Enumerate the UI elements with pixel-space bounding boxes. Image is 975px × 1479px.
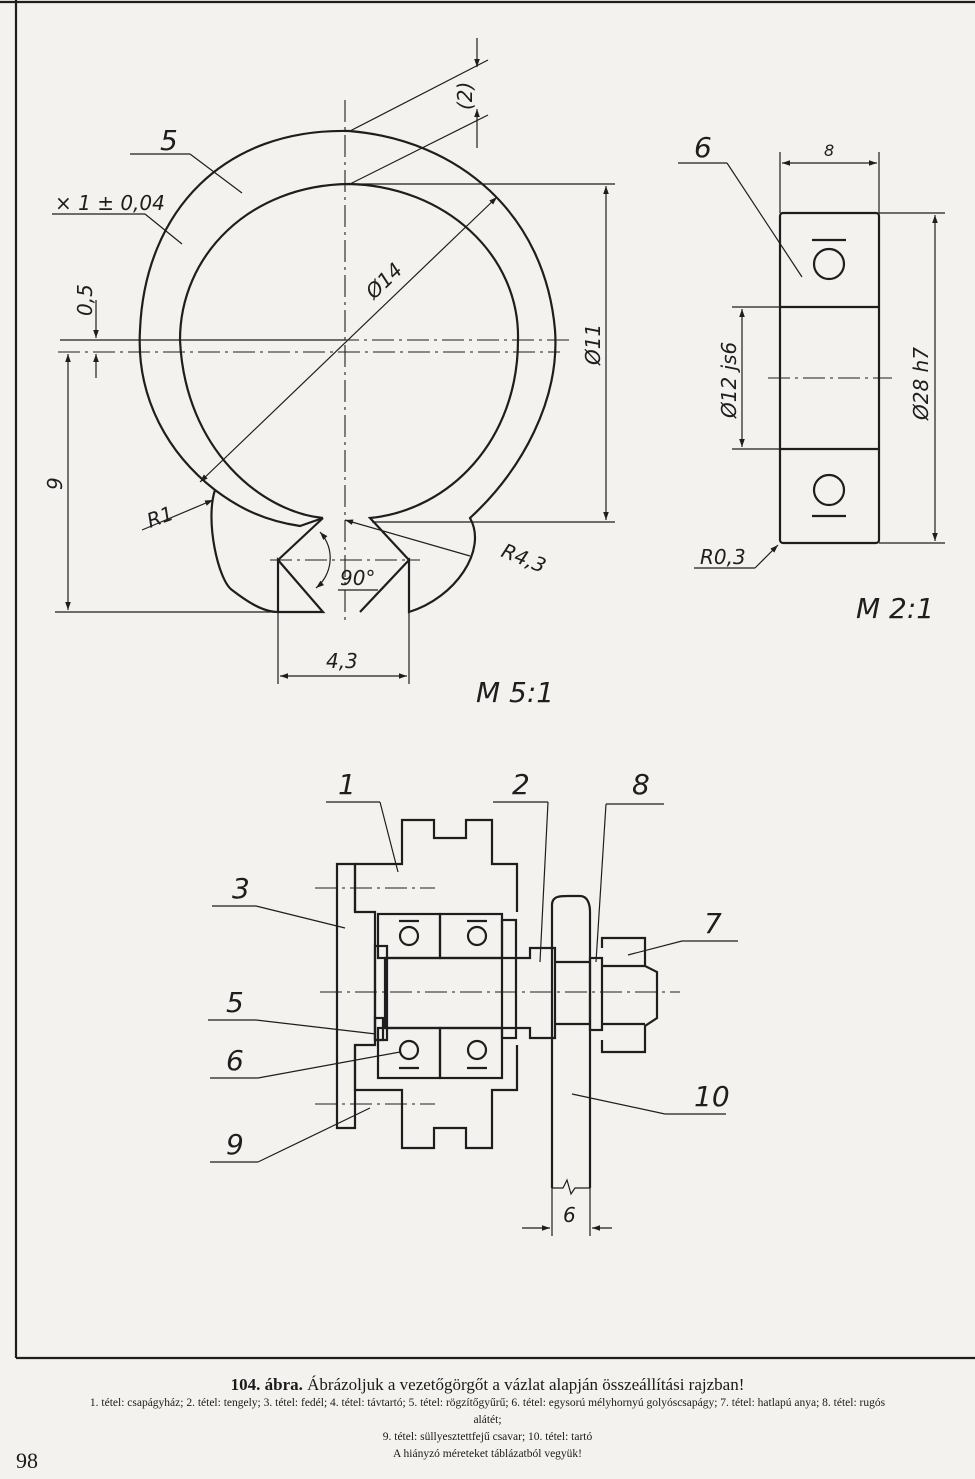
retaining-ring-in-assembly: [373, 1016, 385, 1042]
dim-radius-43: R4,3: [498, 538, 549, 577]
label-5: 5: [226, 986, 244, 1019]
caption-note: A hiányzó méreteket táblázatból vegyük!: [392, 1448, 583, 1460]
label-10: 10: [694, 1080, 730, 1113]
dim-offset: 0,5: [73, 284, 97, 316]
bearing-scale: M 2:1: [856, 592, 934, 625]
parts-list-line-1: 1. tétel: csapágyház; 2. tétel: tengely;…: [89, 1397, 886, 1409]
assembly-sketch: 1 2 8 3 7 5 6 10 9 6: [208, 768, 738, 1236]
figure-number: 104. ábra.: [230, 1375, 303, 1394]
bracket-plate: [550, 894, 592, 1188]
dim-gap-width: 4,3: [326, 649, 358, 673]
label-1: 1: [338, 768, 356, 801]
dim-bearing-width: 8: [824, 141, 834, 160]
dim-bearing-inner-diameter: Ø12 js6: [717, 342, 741, 419]
figure-title: Ábrázoljuk a vezetőgörgőt a vázlat alapj…: [307, 1375, 745, 1394]
page-number: 98: [16, 1448, 38, 1473]
spring-washer: [588, 956, 604, 1032]
ring-outer-contour: [138, 129, 557, 614]
hex-nut: [600, 936, 659, 1054]
dim-height: 9: [43, 477, 67, 490]
bearing-part-label: 6: [694, 131, 712, 164]
label-2: 2: [512, 768, 530, 801]
ring-scale: M 5:1: [476, 676, 554, 709]
parts-list-line-2: alátét;: [473, 1414, 502, 1426]
caption-title-line: 104. ábra. Ábrázoljuk a vezetőgörgőt a v…: [0, 1375, 975, 1395]
label-6: 6: [226, 1044, 244, 1077]
bearing-ball-top: [812, 247, 846, 281]
ring-part-label: 5: [160, 124, 178, 157]
figure-caption: 104. ábra. Ábrázoljuk a vezetőgörgőt a v…: [0, 1375, 975, 1463]
dim-diameter-14: Ø14: [360, 258, 407, 305]
label-9: 9: [226, 1128, 244, 1161]
dim-radius-1: R1: [144, 501, 177, 533]
dim-plate-thickness: 6: [563, 1203, 576, 1227]
retaining-ring-view: (2) 5 × 1 ± 0,04 0,5 9 Ø14 Ø11 R1 R4,3: [43, 38, 615, 709]
bearing-ball-bottom: [812, 473, 846, 507]
dim-corner-radius: R0,3: [700, 545, 746, 569]
dim-angle: 90°: [340, 566, 375, 590]
shaft: [383, 946, 557, 1040]
label-7: 7: [704, 907, 722, 940]
dim-outer-offset: (2): [453, 82, 477, 110]
page-frame: [0, 0, 975, 1360]
dim-diameter-11: Ø11: [581, 324, 605, 366]
bearing-view: 6 8 Ø12 js6 Ø28 h7 R0,3 M 2:1: [678, 131, 945, 625]
bearing-right-bottom: [438, 1026, 504, 1080]
dim-thickness: × 1 ± 0,04: [55, 191, 165, 215]
label-3: 3: [232, 872, 250, 905]
dim-bearing-outer-diameter: Ø28 h7: [909, 347, 933, 421]
cover-plate: [335, 862, 377, 1130]
ring-inner-contour: [178, 182, 520, 561]
parts-list-line-3: 9. tétel: süllyesztettfejű csavar; 10. t…: [382, 1431, 593, 1443]
bearing-outline: [778, 211, 881, 545]
label-8: 8: [632, 768, 650, 801]
bearing-housing: [353, 818, 519, 1150]
